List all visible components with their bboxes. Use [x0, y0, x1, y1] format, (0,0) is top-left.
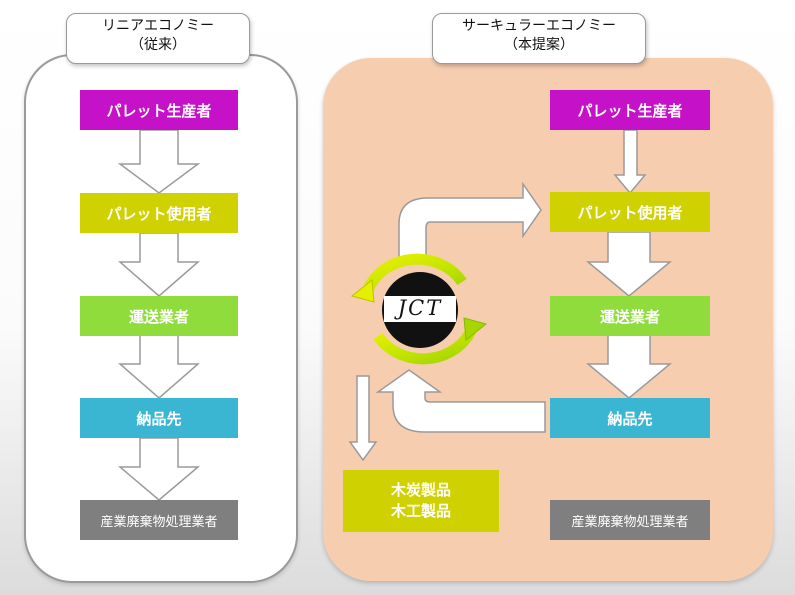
circular-economy-title: サーキュラーエコノミー （本提案） [432, 13, 646, 64]
linear-economy-title: リニアエコノミー （従来） [66, 13, 250, 64]
charcoal-woodwork-products: 木炭製品 木工製品 [343, 470, 499, 532]
recycle-ring-icon [350, 253, 488, 365]
right-step-pallet-producer: パレット生産者 [550, 90, 710, 130]
jct-logo-text: JCT [397, 296, 443, 320]
down-arrow-left-1 [117, 129, 201, 194]
product-charcoal: 木炭製品 [390, 481, 451, 499]
left-step-pallet-producer: パレット生産者 [80, 90, 238, 130]
down-arrow-right-thin [613, 129, 647, 195]
down-arrow-left-4 [117, 437, 201, 501]
linear-title-line2: （従来） [130, 37, 186, 53]
down-arrow-left-3 [117, 334, 201, 399]
down-arrow-right-2 [585, 231, 673, 297]
right-step-pallet-user: パレット使用者 [550, 192, 710, 232]
down-arrow-right-3 [585, 334, 673, 399]
left-step-delivery-destination: 納品先 [80, 398, 238, 438]
curved-arrow-from-delivery [375, 369, 546, 433]
left-step-waste-processor: 産業廃棄物処理業者 [80, 500, 238, 540]
circular-title-line1: サーキュラーエコノミー [462, 18, 616, 34]
jct-logo [382, 272, 458, 348]
down-arrow-to-products [348, 375, 378, 462]
left-step-transport-company: 運送業者 [80, 296, 238, 336]
product-woodwork: 木工製品 [390, 502, 451, 520]
linear-title-line1: リニアエコノミー [102, 18, 214, 34]
circular-title-line2: （本提案） [504, 37, 574, 53]
right-step-transport-company: 運送業者 [550, 296, 710, 336]
curved-arrow-to-user [398, 181, 542, 263]
down-arrow-left-2 [117, 232, 201, 297]
right-step-delivery-destination: 納品先 [550, 398, 710, 438]
left-step-pallet-user: パレット使用者 [80, 193, 238, 233]
right-step-waste-processor: 産業廃棄物処理業者 [550, 500, 710, 540]
